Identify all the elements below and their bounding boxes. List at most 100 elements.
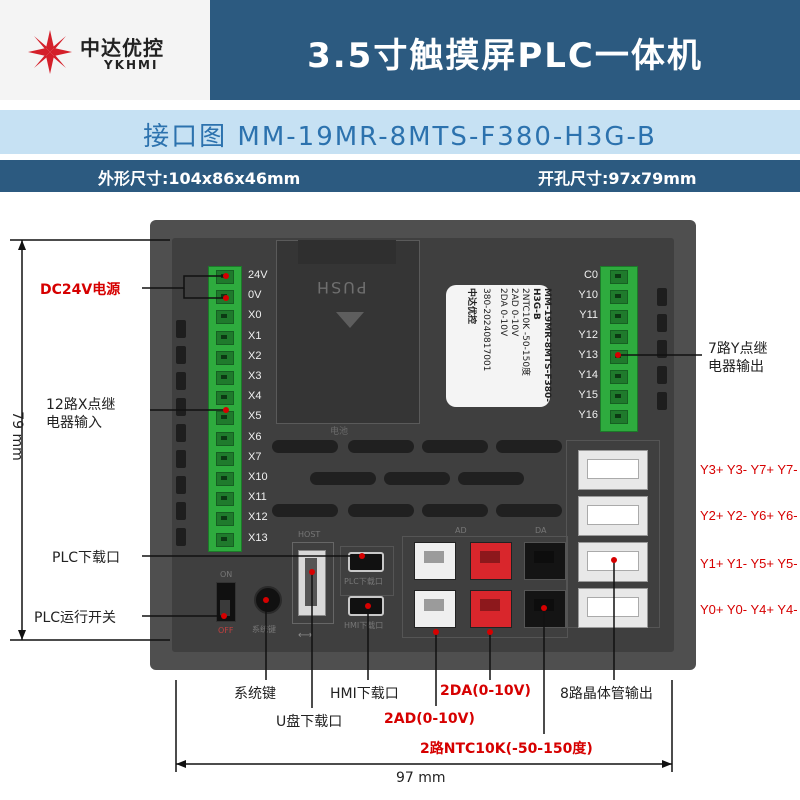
- transistor-connector[interactable]: [578, 450, 648, 490]
- y-output-callout-line1: 7路Y点继: [708, 341, 768, 357]
- vent-slot: [348, 440, 414, 453]
- vent-slot: [496, 504, 562, 517]
- output-terminal-pin[interactable]: [610, 390, 628, 404]
- model-subtitle: 接口图 MM-19MR-8MTS-F380-H3G-B: [143, 122, 657, 152]
- input-terminal-pin[interactable]: [216, 350, 234, 365]
- input-terminal-pin[interactable]: [216, 391, 234, 406]
- vent-slot: [657, 340, 667, 358]
- input-terminal-label: X6: [248, 430, 262, 443]
- input-terminal-label: X5: [248, 410, 262, 423]
- input-terminal-pin[interactable]: [216, 431, 234, 446]
- input-terminal-label: X0: [248, 309, 262, 322]
- port-frame: [340, 546, 394, 596]
- vent-slot: [384, 472, 450, 485]
- input-terminal-pin[interactable]: [216, 411, 234, 426]
- vent-slot: [348, 504, 414, 517]
- system-key-tag: 系统键: [252, 625, 276, 634]
- input-terminal-pin[interactable]: [216, 492, 234, 507]
- switch-on-tag: ON: [220, 570, 233, 579]
- da-tag: DA: [535, 526, 547, 535]
- vent-slot: [176, 502, 186, 520]
- input-terminal-label: 0V: [248, 289, 262, 302]
- vent-slot: [176, 398, 186, 416]
- output-terminal-pin[interactable]: [610, 410, 628, 424]
- vent-slot: [310, 472, 376, 485]
- y-port-label: Y3+ Y3- Y7+ Y7-: [700, 462, 798, 477]
- ad-connector[interactable]: [470, 542, 512, 580]
- ad-connector[interactable]: [470, 590, 512, 628]
- vent-slot: [176, 450, 186, 468]
- da-connector[interactable]: [524, 542, 566, 580]
- brand-name: 中达优控: [80, 36, 164, 60]
- vent-slot: [496, 440, 562, 453]
- vent-slot: [657, 288, 667, 306]
- arrow-down-icon: [336, 312, 364, 328]
- ntc-connector[interactable]: [414, 542, 456, 580]
- x-input-callout-line2: 电器输入: [46, 415, 102, 431]
- plc-download-port[interactable]: [348, 552, 384, 572]
- hole-size: 开孔尺寸:97x79mm: [538, 169, 697, 188]
- input-terminal-pin[interactable]: [216, 451, 234, 466]
- input-terminal-pin[interactable]: [216, 330, 234, 345]
- height-dimension: 79 mm: [8, 411, 25, 461]
- output-terminal-pin[interactable]: [610, 330, 628, 344]
- usb-icon: ⟷: [298, 630, 313, 641]
- output-terminal-label: Y14: [578, 369, 598, 381]
- ad-tag: AD: [455, 526, 467, 535]
- dc24v-callout: DC24V电源: [40, 282, 121, 298]
- vent-slot: [176, 476, 186, 494]
- output-terminal-label: Y12: [578, 329, 598, 341]
- hmi-download-callout: HMI下载口: [330, 686, 399, 702]
- battery-cover[interactable]: [276, 240, 420, 424]
- vent-slot: [272, 504, 338, 517]
- y-output-callout-line2: 电器输出: [708, 359, 764, 375]
- transistor-connector[interactable]: [578, 496, 648, 536]
- y-port-label: Y0+ Y0- Y4+ Y4-: [700, 602, 798, 617]
- hmi-port-tag: HMI下载口: [344, 621, 384, 630]
- output-terminal-pin[interactable]: [610, 370, 628, 384]
- input-terminal-label: X11: [248, 491, 267, 504]
- vent-slot: [176, 424, 186, 442]
- switch-off-tag: OFF: [218, 626, 234, 635]
- input-terminal-label: X1: [248, 329, 262, 342]
- input-terminal-pin[interactable]: [216, 310, 234, 325]
- vent-slot: [272, 440, 338, 453]
- switch-lever: [220, 600, 230, 616]
- subtitle-bar: [0, 110, 800, 154]
- usb-download-callout: U盘下载口: [276, 714, 343, 730]
- input-terminal-pin[interactable]: [216, 472, 234, 486]
- output-terminal-pin[interactable]: [610, 290, 628, 304]
- battery-tag: 电池: [330, 427, 349, 437]
- input-terminal-pin[interactable]: [216, 512, 234, 527]
- y-port-label: Y1+ Y1- Y5+ Y5-: [700, 556, 798, 571]
- vent-slot: [657, 314, 667, 332]
- input-terminal-label: X13: [248, 531, 268, 544]
- transistor-connector[interactable]: [578, 588, 648, 628]
- x-input-callout-line1: 12路X点继: [46, 397, 116, 413]
- vent-slot: [176, 528, 186, 546]
- host-tag: HOST: [298, 530, 321, 539]
- plc-switch-callout: PLC运行开关: [34, 610, 117, 626]
- system-key-button[interactable]: [254, 586, 282, 614]
- output-terminal-label: Y15: [578, 389, 598, 401]
- vent-slot: [657, 392, 667, 410]
- output-terminal-label: Y13: [578, 349, 598, 361]
- analog-connector-frame: [402, 536, 568, 638]
- brand-name-en: YKHMI: [104, 58, 159, 72]
- output-terminal-pin[interactable]: [610, 310, 628, 324]
- vent-slot: [176, 372, 186, 390]
- input-terminal-pin[interactable]: [216, 371, 234, 385]
- plc-download-callout: PLC下载口: [52, 550, 121, 566]
- dimension-bar: [0, 160, 800, 192]
- output-terminal-pin[interactable]: [610, 270, 628, 284]
- output-terminal-label: Y10: [578, 289, 598, 301]
- input-terminal-pin[interactable]: [216, 532, 234, 547]
- logo-area: [0, 0, 210, 100]
- input-terminal-label: X2: [248, 349, 262, 362]
- ntc-connector[interactable]: [414, 590, 456, 628]
- da-connector[interactable]: [524, 590, 566, 628]
- width-dimension: 97 mm: [396, 770, 446, 786]
- input-terminal-label: X7: [248, 450, 262, 463]
- battery-cover-lip: [298, 240, 396, 264]
- input-terminal-label: X3: [248, 370, 262, 382]
